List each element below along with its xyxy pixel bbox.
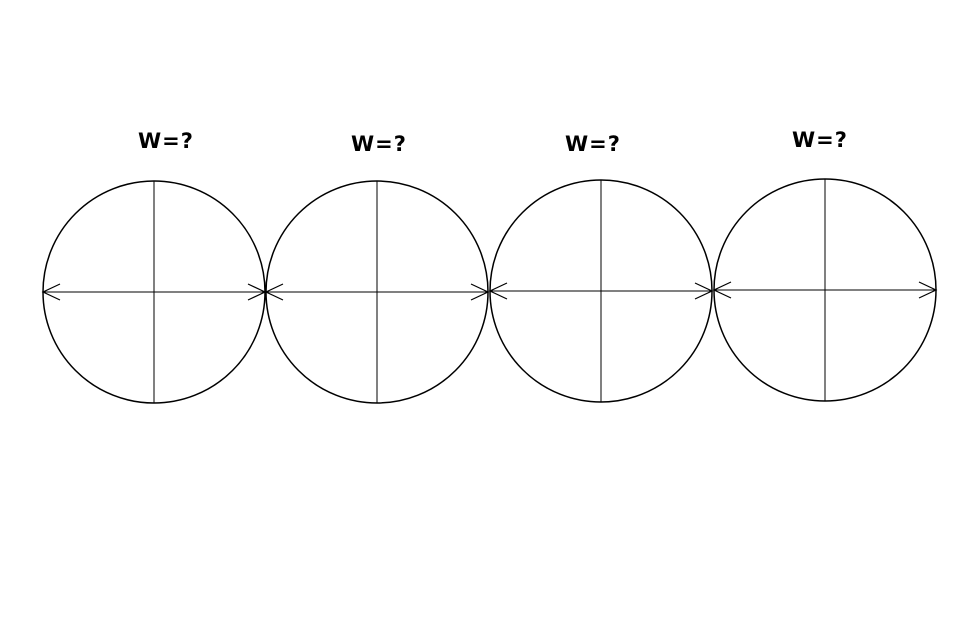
right-arrowhead-3 bbox=[694, 282, 714, 300]
right-arrowhead-4 bbox=[918, 281, 938, 299]
circle-label-4: W=? bbox=[792, 128, 848, 152]
circle-group-4: W=? bbox=[712, 128, 938, 402]
circle-label-2: W=? bbox=[351, 132, 407, 156]
left-arrowhead-3 bbox=[488, 282, 508, 300]
circle-label-1: W=? bbox=[138, 129, 194, 153]
circle-group-2: W=? bbox=[264, 132, 490, 404]
left-arrowhead-4 bbox=[712, 281, 732, 299]
left-arrowhead-2 bbox=[264, 283, 284, 301]
circle-group-1: W=? bbox=[41, 129, 267, 404]
right-arrowhead-2 bbox=[470, 283, 490, 301]
left-arrowhead-1 bbox=[41, 283, 61, 301]
circle-group-3: W=? bbox=[488, 132, 714, 403]
circle-label-3: W=? bbox=[565, 132, 621, 156]
